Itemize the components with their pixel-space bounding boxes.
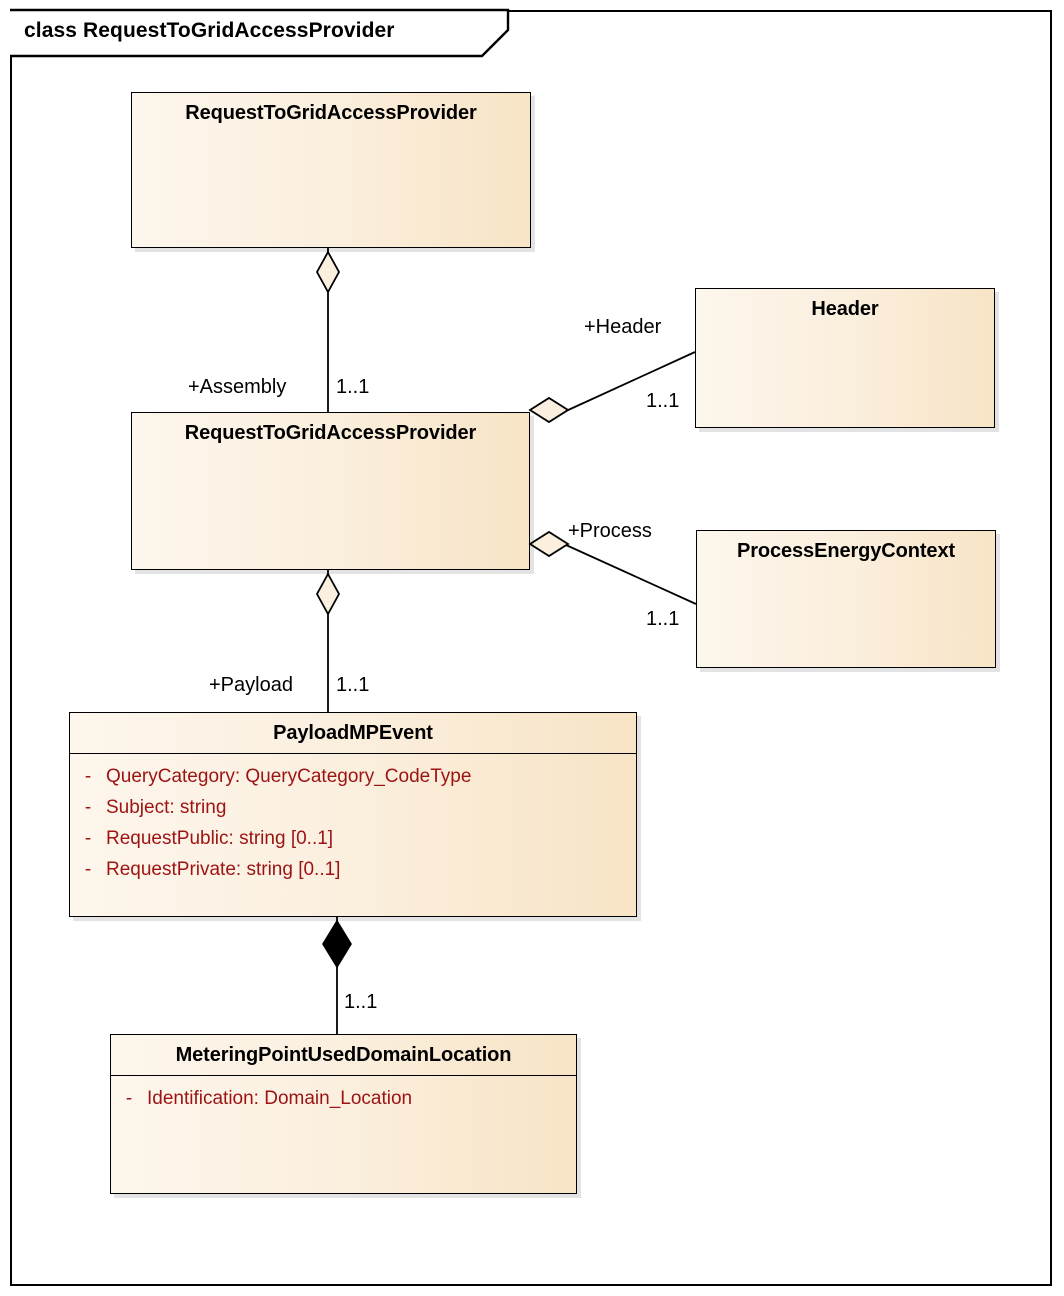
class-title: RequestToGridAccessProvider [184, 422, 477, 444]
attribute-signature: Subject: string [106, 796, 227, 818]
class-attribute-row: - RequestPublic: string [0..1] [70, 824, 636, 855]
attribute-visibility: - [84, 827, 92, 849]
class-attribute-row: - Identification: Domain_Location [111, 1084, 576, 1115]
edge-label-header-multiplicity: 1..1 [646, 390, 680, 412]
class-attribute-row: - Subject: string [70, 793, 636, 824]
attribute-visibility: - [84, 858, 92, 880]
attribute-visibility: - [84, 766, 92, 787]
class-separator [70, 753, 636, 754]
class-attribute-row: - QueryCategory: QueryCategory_CodeType [70, 762, 636, 793]
edge-label-payload-multiplicity: 1..1 [336, 674, 370, 696]
edge-label-metering-multiplicity: 1..1 [344, 991, 378, 1013]
class-title: Header [811, 298, 879, 320]
edge-label-process-multiplicity: 1..1 [646, 608, 680, 630]
frame-title-label: class RequestToGridAccessProvider [24, 19, 395, 42]
attribute-signature: RequestPrivate: string [0..1] [106, 858, 341, 880]
edge-label-assembly-multiplicity: 1..1 [336, 376, 370, 398]
attribute-signature: RequestPublic: string [0..1] [106, 827, 334, 849]
class-box-header[interactable]: Header [695, 288, 995, 428]
attribute-signature: Identification: Domain_Location [147, 1088, 413, 1109]
class-box-request-to-grid-access-provider-top[interactable]: RequestToGridAccessProvider [131, 92, 531, 248]
class-box-metering-point-used-domain-location[interactable]: MeteringPointUsedDomainLocation - Identi… [110, 1034, 577, 1194]
class-box-request-to-grid-access-provider-mid[interactable]: RequestToGridAccessProvider [131, 412, 530, 570]
class-separator [111, 1075, 576, 1076]
class-attribute-row: - RequestPrivate: string [0..1] [70, 855, 636, 886]
class-title: RequestToGridAccessProvider [185, 102, 477, 124]
class-attribute-list: - QueryCategory: QueryCategory_CodeType … [70, 754, 636, 892]
edge-label-payload-role: +Payload [209, 674, 293, 696]
class-title: MeteringPointUsedDomainLocation [175, 1044, 512, 1066]
attribute-visibility: - [84, 796, 92, 818]
diagram-frame [10, 10, 1052, 1286]
class-title: ProcessEnergyContext [736, 540, 956, 562]
attribute-visibility: - [125, 1088, 133, 1109]
class-attribute-list: - Identification: Domain_Location [111, 1076, 576, 1121]
edge-label-assembly-role: +Assembly [188, 376, 287, 398]
attribute-signature: QueryCategory: QueryCategory_CodeType [106, 766, 472, 787]
edge-label-header-role: +Header [584, 316, 662, 338]
edge-label-process-role: +Process [568, 520, 652, 542]
class-box-payload-mp-event[interactable]: PayloadMPEvent - QueryCategory: QueryCat… [69, 712, 637, 917]
class-box-process-energy-context[interactable]: ProcessEnergyContext [696, 530, 996, 668]
class-title: PayloadMPEvent [273, 722, 433, 744]
